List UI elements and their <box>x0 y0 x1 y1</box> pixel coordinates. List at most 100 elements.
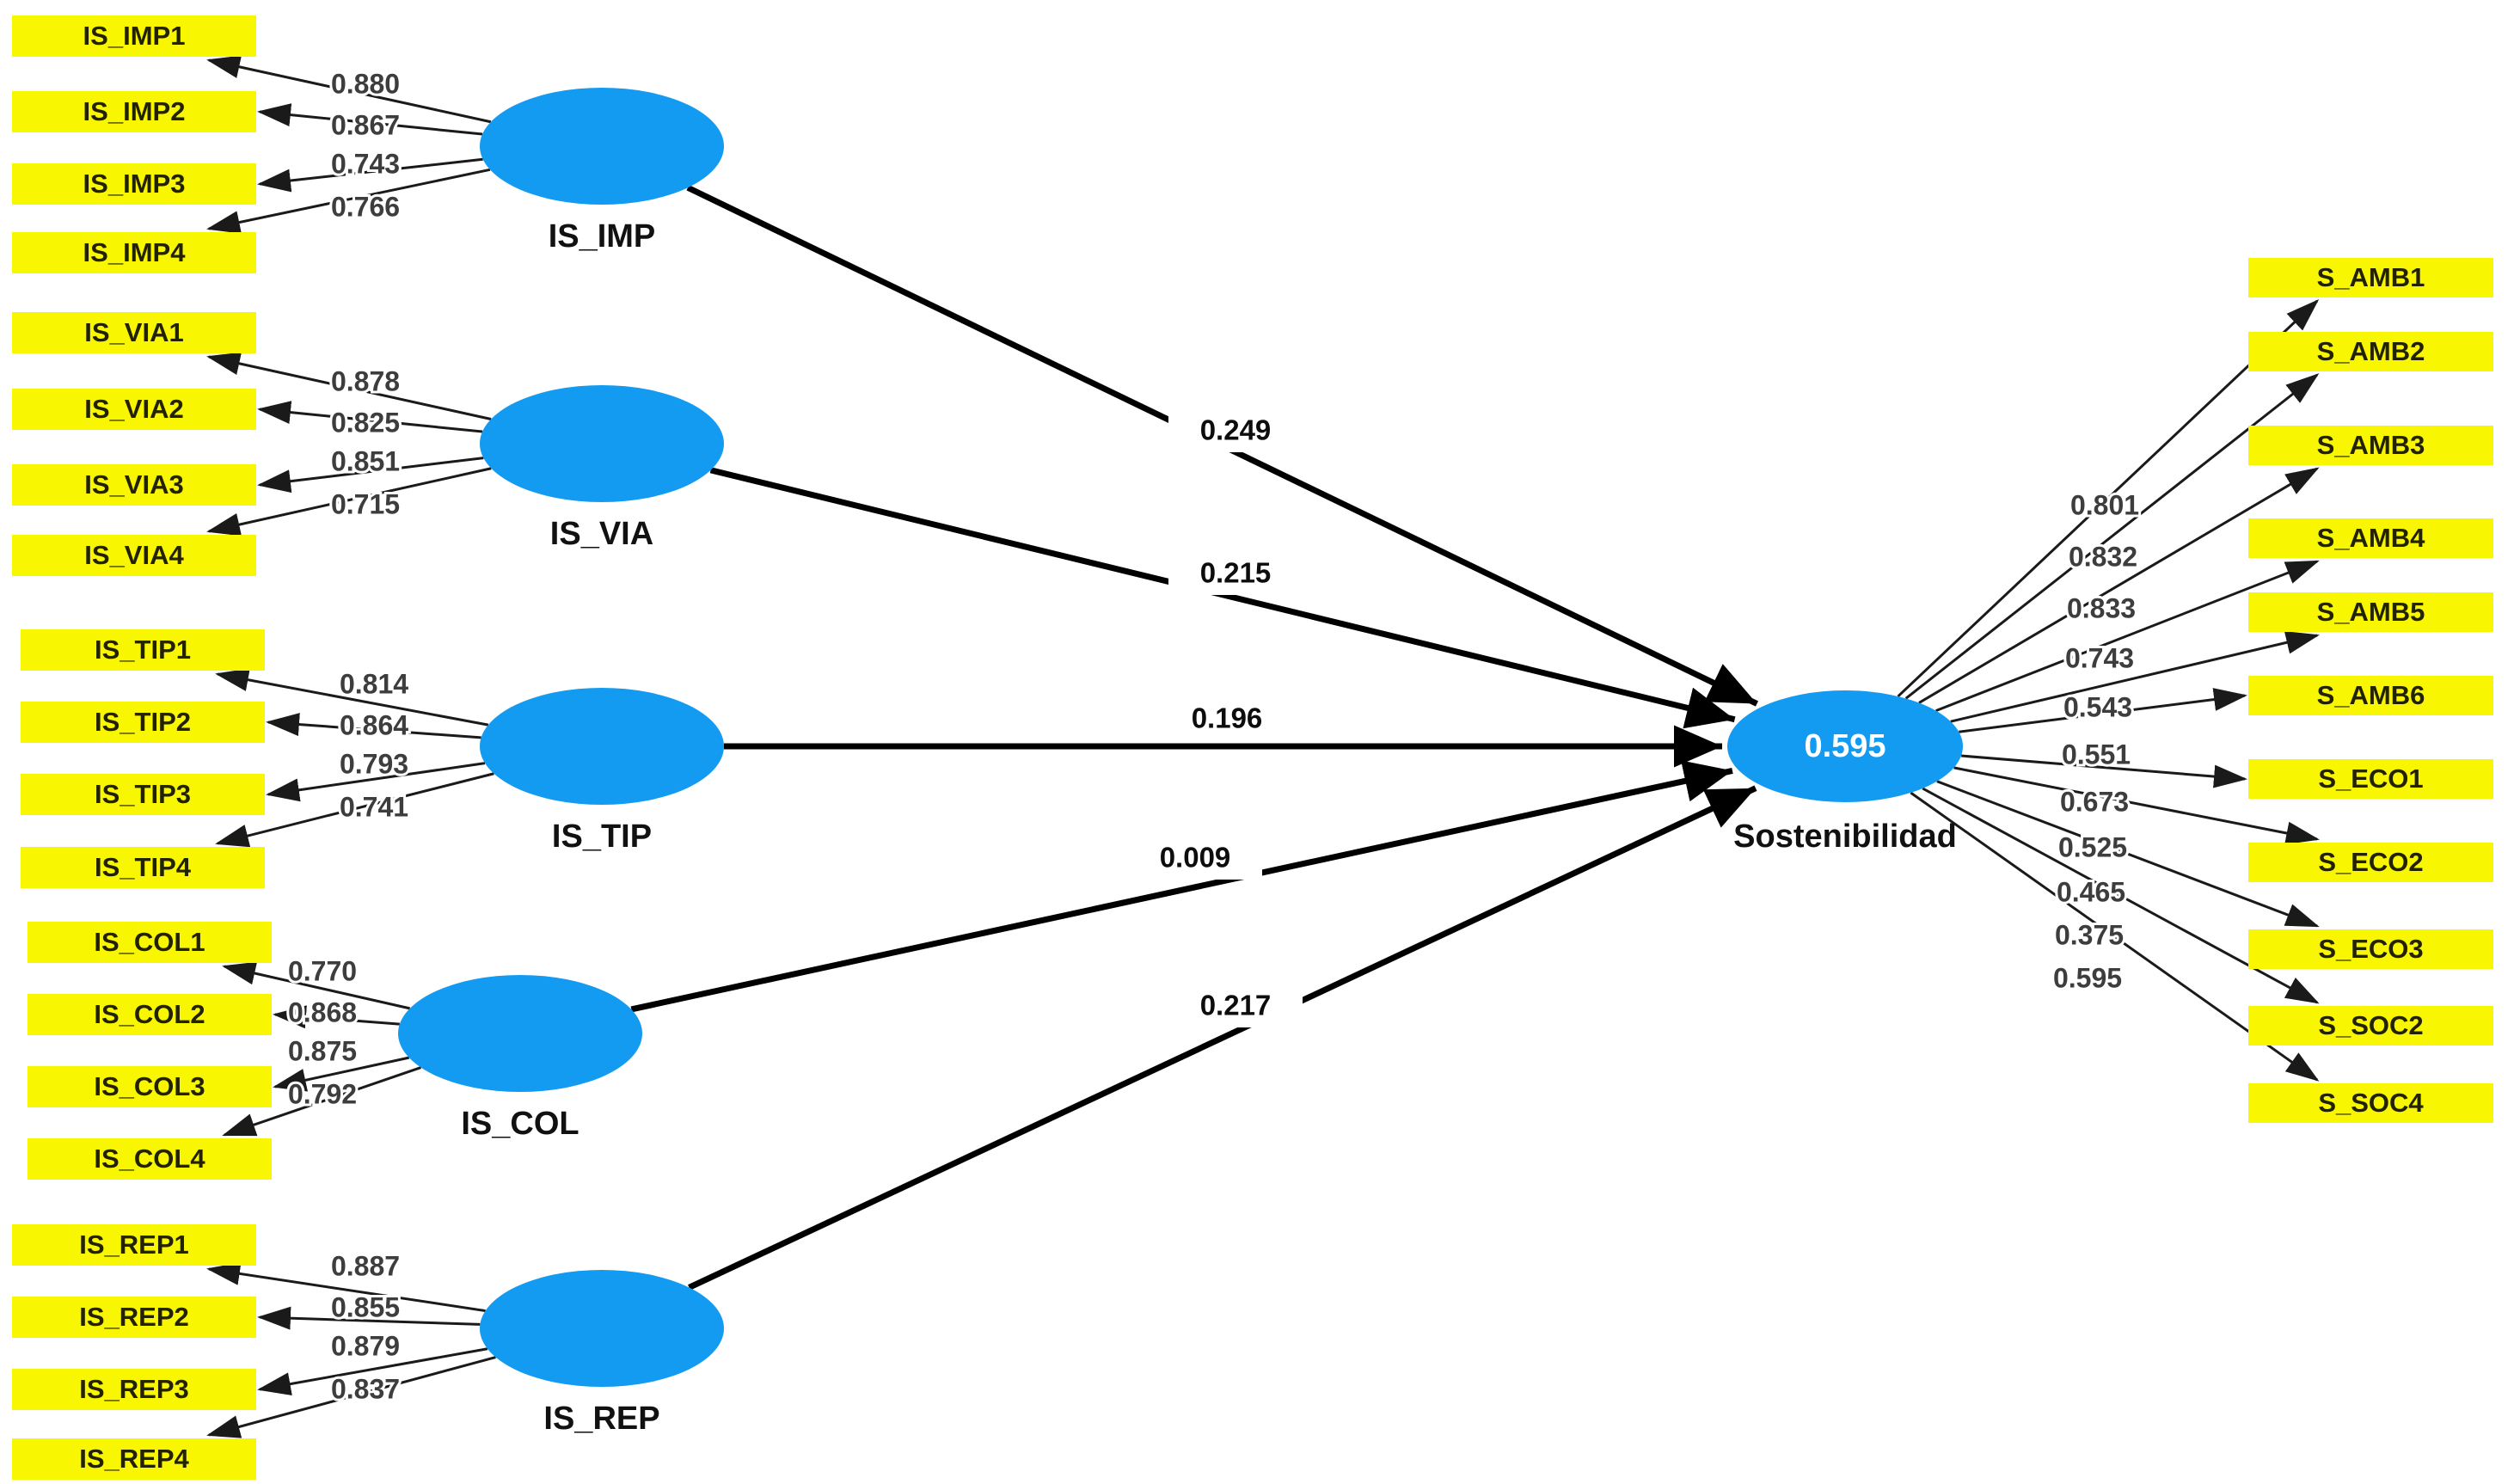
latent-IS_REP <box>480 1270 724 1387</box>
indicator-arrow <box>1959 688 2247 733</box>
indicator-S_AMB6 <box>2248 676 2493 715</box>
indicator-S_AMB1 <box>2248 258 2493 297</box>
loading-label: 0.833 <box>2067 592 2136 623</box>
loading-label: 0.543 <box>2063 691 2132 722</box>
loading-label: 0.766 <box>331 191 400 222</box>
loading-label: 0.375 <box>2055 919 2124 950</box>
indicator-IS_REP3 <box>12 1369 256 1410</box>
indicator-IS_TIP2 <box>21 702 265 743</box>
indicator-IS_REP2 <box>12 1297 256 1338</box>
indicator-label: IS_VIA1 <box>84 317 183 347</box>
indicator-IS_IMP1 <box>12 15 256 57</box>
nodes-layer <box>12 15 2493 1480</box>
loading-label: 0.851 <box>331 445 400 476</box>
latent-label: IS_VIA <box>550 516 653 552</box>
path-coefficient-label: 0.249 <box>1200 414 1272 446</box>
indicator-label: IS_IMP1 <box>83 21 186 51</box>
indicator-IS_REP1 <box>12 1224 256 1266</box>
loading-label: 0.887 <box>331 1250 400 1281</box>
latent-label: IS_TIP <box>552 819 652 855</box>
indicator-label: IS_COL2 <box>94 999 205 1029</box>
loading-label: 0.864 <box>340 709 408 740</box>
indicator-arrow <box>257 1306 481 1330</box>
indicator-label: IS_IMP2 <box>83 96 186 126</box>
path-label-backplate <box>1168 988 1303 1027</box>
indicator-arrow <box>215 772 494 848</box>
indicator-label: IS_IMP3 <box>83 169 186 199</box>
loading-label: 0.793 <box>340 748 408 779</box>
indicator-label: IS_TIP2 <box>95 707 191 737</box>
indicator-label: IS_REP4 <box>79 1444 189 1474</box>
indicator-label: S_ECO3 <box>2318 934 2423 964</box>
indicator-label: IS_TIP3 <box>95 779 191 809</box>
path-coefficient-label: 0.196 <box>1192 702 1263 734</box>
loading-label: 0.832 <box>2069 541 2137 572</box>
path-coefficient-label: 0.217 <box>1200 990 1272 1021</box>
indicator-label: IS_VIA4 <box>84 540 184 570</box>
indicator-arrow <box>1960 754 2247 788</box>
indicator-arrow <box>257 157 483 193</box>
loading-label: 0.879 <box>331 1330 400 1361</box>
indicator-label: IS_REP3 <box>79 1374 189 1404</box>
latent-IS_IMP <box>480 88 724 205</box>
indicator-label: S_SOC4 <box>2318 1088 2424 1118</box>
loading-label: 0.855 <box>331 1291 400 1322</box>
loading-label: 0.867 <box>331 109 400 140</box>
loading-label: 0.875 <box>288 1035 357 1066</box>
loading-label: 0.792 <box>288 1078 357 1109</box>
indicator-label: S_AMB3 <box>2317 430 2425 460</box>
indicator-arrow <box>206 55 492 124</box>
path-label-backplate <box>1160 701 1294 740</box>
loading-label: 0.741 <box>340 791 408 822</box>
path-IS_REP-to-outcome <box>688 785 1757 1291</box>
indicator-arrow <box>215 668 489 727</box>
indicator-label: IS_IMP4 <box>83 237 187 267</box>
indicator-label: S_ECO2 <box>2318 847 2423 877</box>
indicator-IS_IMP4 <box>12 232 256 273</box>
indicator-label: S_AMB6 <box>2317 680 2425 710</box>
indicator-arrow <box>1897 298 2320 698</box>
indicator-label: IS_COL4 <box>94 1144 205 1174</box>
loading-label: 0.837 <box>331 1373 400 1404</box>
loading-label: 0.715 <box>331 488 400 519</box>
indicator-arrow <box>206 467 492 537</box>
indicator-IS_IMP3 <box>12 163 256 205</box>
loading-label: 0.595 <box>2053 962 2122 993</box>
indicator-label: IS_VIA2 <box>84 394 183 424</box>
path-label-backplate <box>1168 413 1303 452</box>
indicator-S_SOC4 <box>2248 1083 2493 1123</box>
path-coefficient-label: 0.009 <box>1160 842 1231 874</box>
indicator-S_AMB4 <box>2248 518 2493 558</box>
path-IS_COL-to-outcome <box>630 760 1733 1013</box>
indicator-arrow <box>1918 467 2320 704</box>
indicator-arrow <box>222 1066 422 1137</box>
loading-label: 0.465 <box>2057 876 2125 907</box>
indicator-arrow <box>1953 766 2320 845</box>
loading-label: 0.825 <box>331 407 400 438</box>
indicator-arrow <box>257 457 484 494</box>
indicator-arrow <box>206 352 492 420</box>
indicator-IS_COL2 <box>28 994 272 1035</box>
indicator-arrow <box>266 713 481 739</box>
indicator-arrow <box>273 1005 400 1029</box>
indicator-S_ECO3 <box>2248 929 2493 969</box>
indicator-label: IS_COL3 <box>94 1071 205 1101</box>
indicator-IS_VIA2 <box>12 389 256 430</box>
indicator-IS_REP4 <box>12 1438 256 1480</box>
indicator-S_ECO2 <box>2248 843 2493 882</box>
latent-label: IS_IMP <box>549 218 656 254</box>
loading-label: 0.814 <box>340 668 408 699</box>
loading-label: 0.743 <box>331 148 400 179</box>
indicator-label: IS_REP1 <box>79 1230 189 1260</box>
loading-label: 0.743 <box>2065 642 2134 673</box>
loading-label: 0.801 <box>2070 489 2139 520</box>
indicator-arrow <box>257 401 483 433</box>
latent-IS_TIP <box>480 688 724 805</box>
indicator-label: IS_TIP1 <box>95 635 191 665</box>
latent-IS_VIA <box>480 385 724 502</box>
indicator-S_AMB3 <box>2248 426 2493 465</box>
loading-label: 0.525 <box>2058 831 2127 862</box>
indicator-S_ECO1 <box>2248 759 2493 799</box>
